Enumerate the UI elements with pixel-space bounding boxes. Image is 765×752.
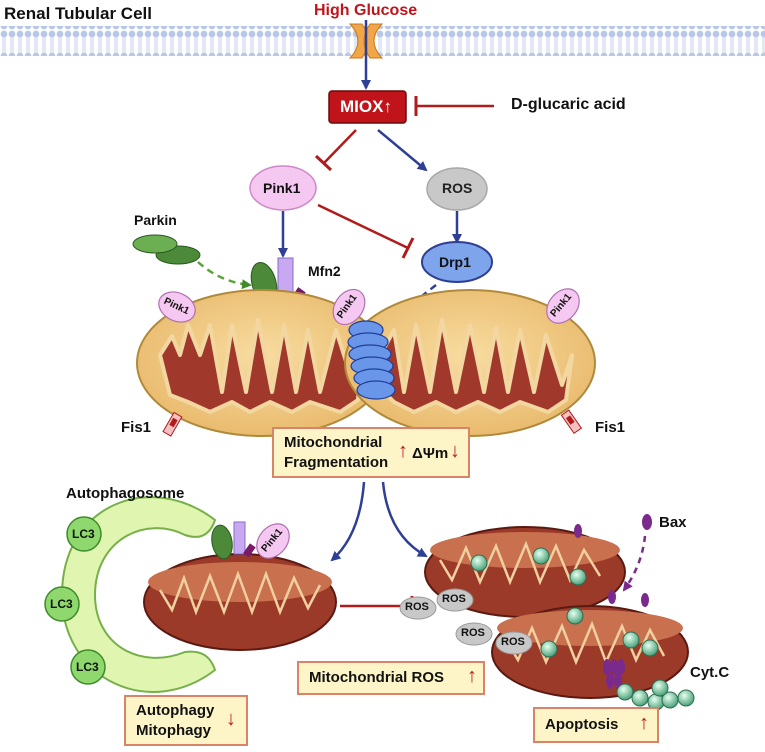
autophagy-line1: Autophagy — [136, 702, 215, 719]
dpsi-down-arrow: ↓ — [450, 440, 460, 462]
lc3-label-3: LC3 — [76, 660, 99, 674]
lc3-group — [44, 516, 106, 685]
lc3-label-1: LC3 — [72, 527, 95, 541]
apoptosis-up-arrow: ↑ — [639, 712, 649, 734]
pink1-label: Pink1 — [263, 180, 301, 196]
autophagy-down-arrow: ↓ — [226, 708, 236, 730]
ros-label: ROS — [442, 180, 473, 196]
damage-markers — [470, 547, 659, 658]
cytc-label: Cyt.C — [690, 664, 730, 681]
fragmentation-to-damage-arrow — [381, 481, 428, 558]
fis1-right-label: Fis1 — [595, 419, 626, 436]
mito-ros-text: Mitochondrial ROS — [309, 669, 444, 686]
d-glucaric-inhibition — [414, 96, 494, 116]
bax-label: Bax — [659, 514, 687, 531]
pink1-mito-left — [158, 291, 196, 323]
parkin-protein — [132, 234, 201, 265]
mito-ros-up-arrow: ↑ — [467, 665, 477, 687]
mitochondrion-engulfed — [143, 553, 337, 651]
pink1-mito-center — [332, 288, 366, 326]
ros-cloud-label-4: ROS — [501, 636, 525, 648]
d-glucaric-label: D-glucaric acid — [511, 96, 626, 113]
autophagy-line2: Mitophagy — [136, 722, 211, 739]
parkin-label: Parkin — [134, 212, 177, 228]
fragmentation-box: Mitochondrial Fragmentation ↑ ΔΨm ↓ — [272, 427, 470, 478]
mitochondrion-right — [344, 289, 596, 437]
ros-node — [426, 167, 488, 211]
fragmentation-line2: Fragmentation — [284, 454, 389, 471]
apoptosis-text: Apoptosis — [545, 716, 619, 733]
fragmentation-to-mitophagy-arrow — [330, 481, 366, 562]
miox-inhibits-pink1 — [314, 129, 357, 172]
glucose-channel — [348, 23, 384, 59]
pink1-mito-right — [546, 288, 580, 324]
dpsi-label: ΔΨm — [412, 445, 449, 462]
bax-translocation-arrow — [622, 535, 647, 592]
drp1-ring — [347, 320, 396, 400]
ros-clouds — [399, 588, 533, 655]
ros-cloud-label-2: ROS — [442, 593, 466, 605]
miox-label: MIOX↑ — [340, 97, 392, 116]
fragmentation-line1: Mitochondrial — [284, 434, 383, 451]
bax-molecules — [574, 514, 652, 607]
cytochrome-c-beads — [616, 679, 695, 711]
mitochondrion-left — [136, 289, 388, 437]
mitophagy-receptor-complex — [211, 521, 290, 560]
autophagy-box: Autophagy Mitophagy ↓ — [124, 695, 248, 746]
autophagosome-label: Autophagosome — [66, 485, 185, 502]
drp1-node — [421, 241, 493, 283]
ros-cloud-label-1: ROS — [405, 601, 429, 613]
mito-ros-box: Mitochondrial ROS ↑ — [297, 661, 485, 695]
parkin-recruit-arrow — [197, 261, 252, 290]
ros-cloud-label-3: ROS — [461, 627, 485, 639]
autophagosome-membrane — [60, 496, 217, 693]
miox-to-ros-arrow — [377, 129, 428, 172]
lc3-label-2: LC3 — [50, 597, 73, 611]
pink1-inhibits-drp1 — [317, 203, 415, 259]
miox-node — [328, 90, 407, 124]
drp1-label: Drp1 — [439, 254, 471, 270]
fragmentation-up-arrow: ↑ — [398, 440, 408, 462]
mfn2-label: Mfn2 — [308, 263, 341, 279]
cell-title: Renal Tubular Cell — [4, 4, 152, 23]
cell-membrane — [0, 26, 765, 56]
fis1-receptor-right — [560, 409, 583, 435]
apoptosis-box: Apoptosis ↑ — [533, 707, 659, 743]
high-glucose-label: High Glucose — [314, 2, 418, 19]
pink1-node — [249, 165, 317, 211]
fis1-receptor-left — [162, 411, 183, 437]
bax-pore — [603, 659, 625, 689]
fis1-left-label: Fis1 — [121, 419, 152, 436]
